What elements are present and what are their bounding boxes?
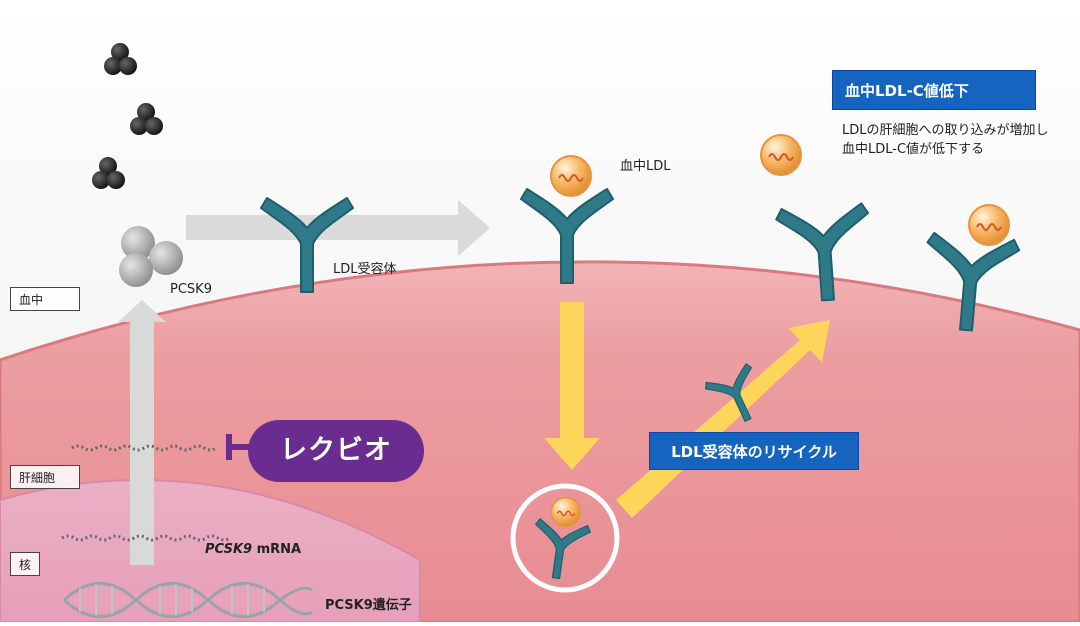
nucleus-region-label: 核 (10, 552, 40, 576)
secretion-arrow (118, 300, 166, 565)
leqvio-drug-pill: レクビオ (248, 420, 424, 482)
blood-ldl-label: 血中LDL (620, 159, 671, 174)
pcsk9-label: PCSK9 (170, 282, 212, 297)
dna-helix (62, 582, 313, 618)
pcsk9-protein (119, 226, 183, 287)
recycle-tag: LDL受容体のリサイクル (649, 432, 859, 470)
result-description-line2: 血中LDL-C値が低下する (842, 142, 985, 157)
inhibitor-mark (226, 434, 254, 460)
pcsk9-binding-arrow (186, 200, 490, 256)
ldl-particle (760, 134, 802, 176)
ldl-receptor-label: LDL受容体 (333, 262, 397, 277)
mrna-label: PCSK9 mRNA (205, 542, 301, 557)
endocytosis-arrow (544, 302, 600, 470)
ldl-particle (550, 155, 592, 197)
gene-label: PCSK9遺伝子 (325, 598, 412, 613)
mrna-gene-name: PCSK9 (205, 542, 253, 557)
ldl-particle-internalized (550, 496, 582, 528)
blood-region-label: 血中 (10, 287, 80, 311)
hepatocyte-region-label: 肝細胞 (10, 465, 80, 489)
ldl-particle (968, 204, 1010, 246)
mrna-strand (71, 444, 217, 452)
endosome (510, 483, 620, 593)
ldl-c-decrease-text: 血中LDL-C値低下 (845, 82, 969, 100)
ldl-c-decrease-tag: 血中LDL-C値低下 (832, 70, 1036, 110)
result-description-line1: LDLの肝細胞への取り込みが増加し (842, 123, 1049, 138)
result-description: LDLの肝細胞への取り込みが増加し 血中LDL-C値が低下する (842, 121, 1049, 159)
mrna-suffix: mRNA (252, 542, 302, 557)
